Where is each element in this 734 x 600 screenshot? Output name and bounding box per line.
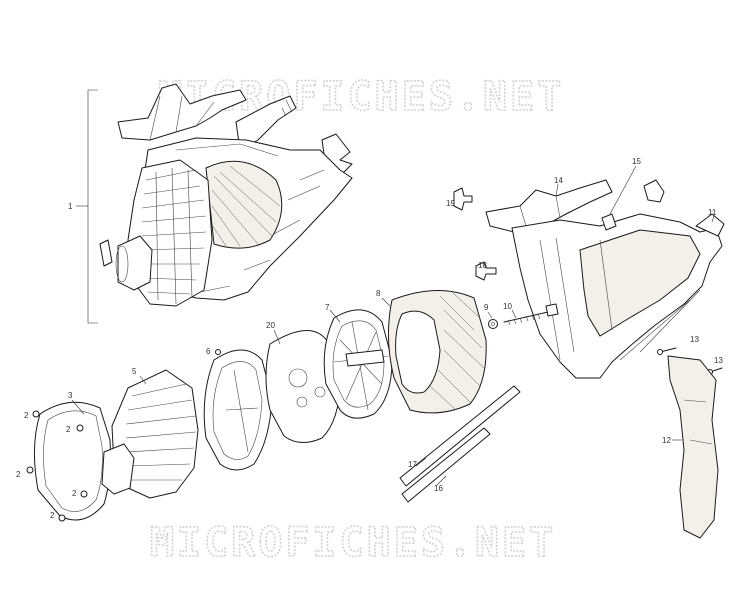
label-part-20: 20 [266, 321, 275, 330]
airbox-assembly-drawing [76, 83, 353, 324]
label-part-13b: 13 [714, 356, 723, 365]
leader-lines [71, 165, 715, 487]
label-part-18: 18 [478, 261, 487, 270]
label-part-12: 12 [662, 436, 671, 445]
label-part-14: 14 [554, 176, 563, 185]
label-part-19: 19 [446, 199, 455, 208]
label-part-10: 10 [503, 302, 512, 311]
part-number-labels: 1 2 2 2 2 2 3 5 6 7 8 9 10 11 12 13 13 1… [16, 157, 723, 520]
label-part-2b: 2 [66, 425, 71, 434]
label-part-2a: 2 [24, 411, 29, 420]
label-part-11: 11 [708, 208, 717, 217]
watermark-bottom: MICROFICHES.NET [150, 520, 556, 566]
label-part-3: 3 [68, 391, 73, 400]
airbox-housing-drawing [485, 179, 725, 379]
label-part-2c: 2 [16, 470, 21, 479]
fasteners-drawing [453, 187, 723, 375]
label-part-15: 15 [632, 157, 641, 166]
label-part-7: 7 [325, 303, 330, 312]
label-part-9: 9 [484, 303, 489, 312]
label-part-2e: 2 [50, 511, 55, 520]
label-part-8: 8 [376, 289, 381, 298]
label-part-5: 5 [132, 367, 137, 376]
label-part-6: 6 [206, 347, 211, 356]
label-part-13a: 13 [690, 335, 699, 344]
label-part-17: 17 [408, 460, 417, 469]
label-part-1: 1 [68, 202, 73, 211]
label-part-16: 16 [434, 484, 443, 493]
label-part-2d: 2 [72, 489, 77, 498]
mud-flap-drawing [667, 355, 719, 539]
filter-stack-drawing [26, 290, 521, 522]
